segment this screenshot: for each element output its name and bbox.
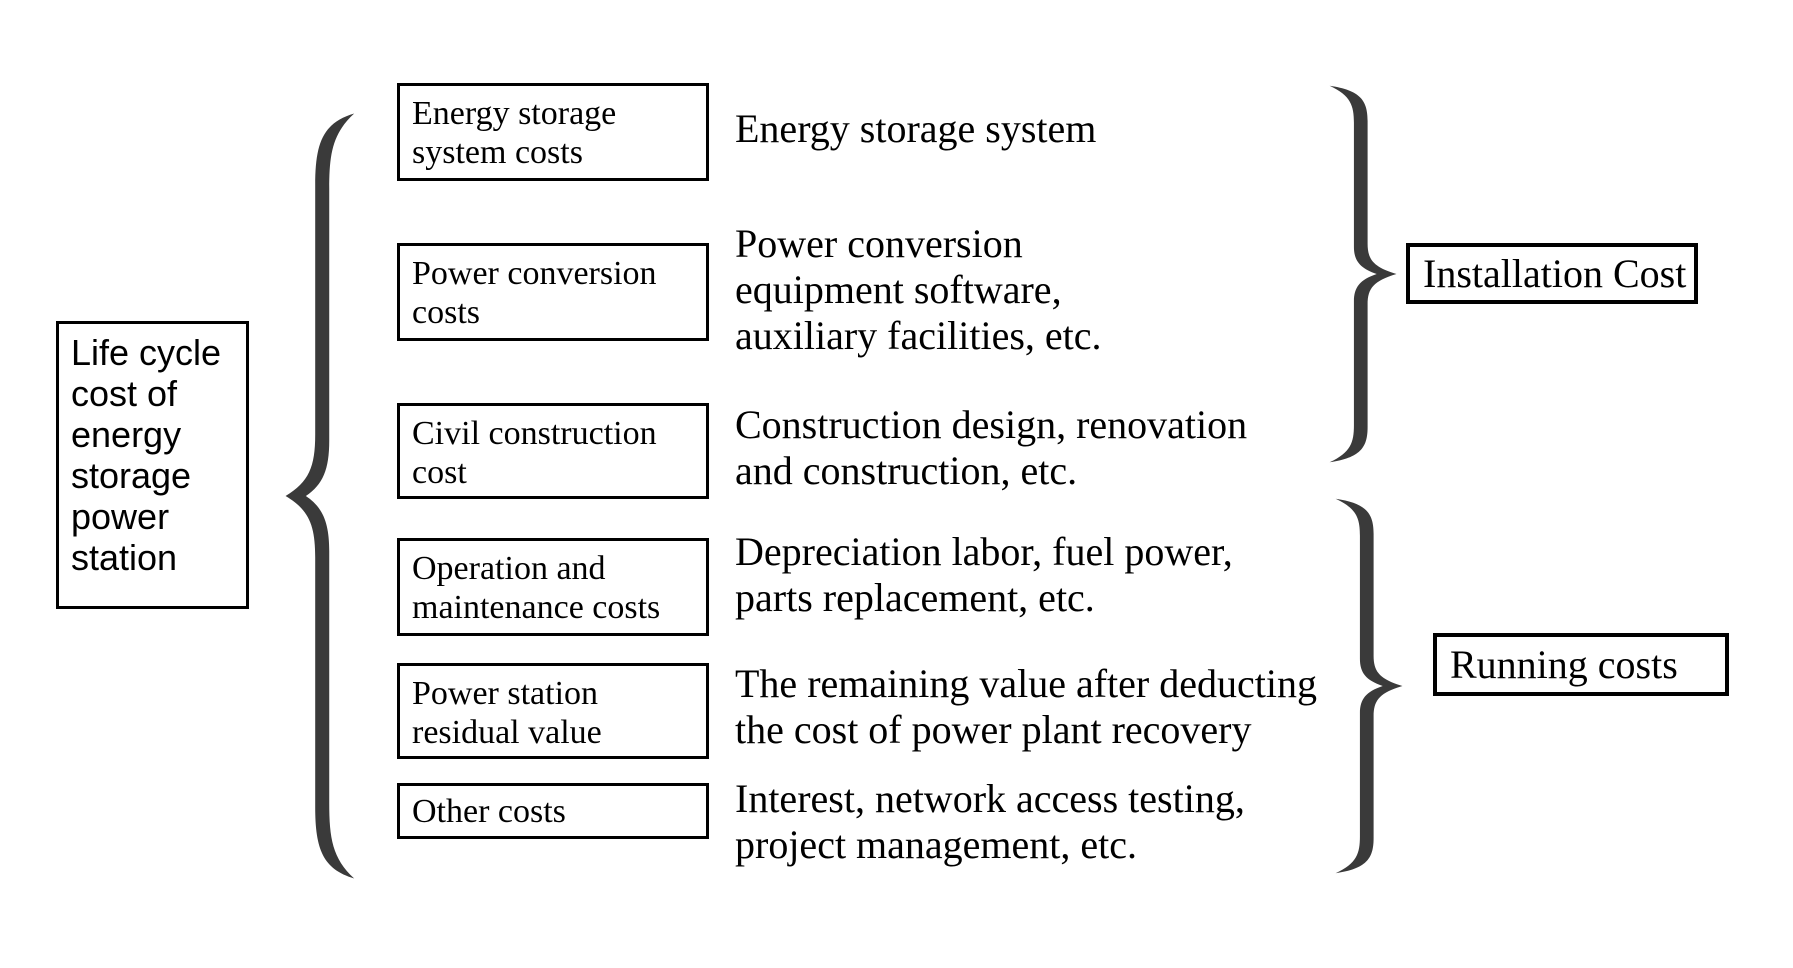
running-costs-curly-brace-shape [1335, 498, 1403, 874]
cost-box-label: Power conversion costs [412, 255, 657, 331]
group-box-running-costs: Running costs [1433, 633, 1729, 696]
cost-description-energy-storage-system: Energy storage system [735, 106, 1097, 151]
group-box-installation-cost: Installation Cost [1406, 243, 1698, 304]
installation-cost-curly-brace [1329, 85, 1397, 463]
cost-box-other-costs: Other costs [397, 783, 709, 839]
cost-description-residual-value: The remaining value after deducting the … [735, 661, 1317, 752]
cost-box-label: Energy storage system costs [412, 95, 617, 171]
cost-description-power-conversion: Power conversion equipment software, aux… [735, 221, 1102, 358]
cost-box-label: Operation and maintenance costs [412, 550, 661, 626]
group-label-running-costs: Running costs [1450, 642, 1678, 687]
installation-cost-curly-brace-shape [1329, 85, 1397, 463]
left-curly-brace [285, 113, 355, 879]
cost-box-label: Civil construction cost [412, 415, 657, 491]
left-curly-brace-shape [285, 113, 355, 879]
cost-description-operation-maintenance: Depreciation labor, fuel power, parts re… [735, 529, 1233, 620]
cost-box-power-conversion: Power conversion costs [397, 243, 709, 341]
cost-box-energy-storage-system: Energy storage system costs [397, 83, 709, 181]
cost-box-operation-maintenance: Operation and maintenance costs [397, 538, 709, 636]
cost-box-residual-value: Power station residual value [397, 663, 709, 759]
cost-description-other-costs: Interest, network access testing, projec… [735, 776, 1245, 867]
cost-box-label: Power station residual value [412, 675, 602, 751]
cost-description-civil-construction: Construction design, renovation and cons… [735, 402, 1248, 493]
root-cost-box: Life cycle cost of energy storage power … [56, 321, 249, 609]
cost-box-label: Other costs [412, 793, 566, 830]
cost-box-civil-construction: Civil construction cost [397, 403, 709, 499]
running-costs-curly-brace [1335, 498, 1403, 874]
group-label-installation-cost: Installation Cost [1423, 251, 1687, 296]
root-cost-label: Life cycle cost of energy storage power … [71, 332, 222, 578]
